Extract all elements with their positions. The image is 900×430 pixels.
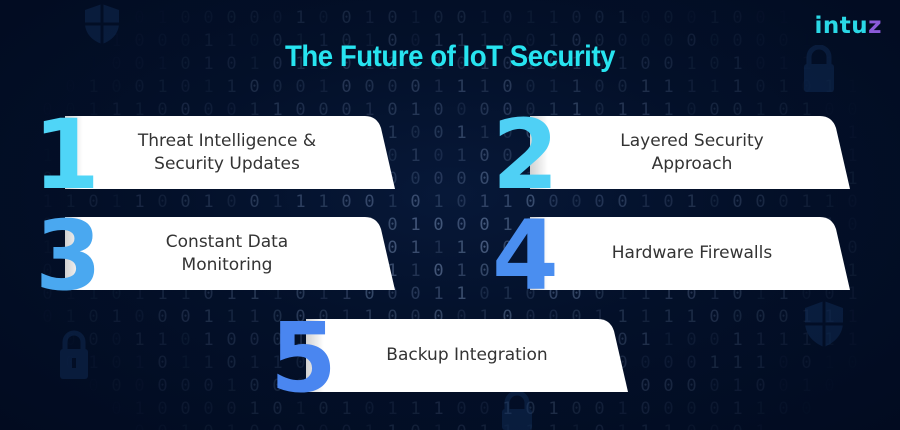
item-line-1: Hardware Firewalls [611, 243, 773, 263]
item-card [65, 116, 397, 189]
lock-icon [502, 392, 532, 430]
list-item-1: 1 Threat Intelligence &Security Updates [33, 107, 397, 203]
list-item-4: 4 Hardware Firewalls [492, 208, 852, 304]
card-shadow [65, 116, 83, 189]
item-card [530, 217, 852, 290]
shield-icon [805, 301, 843, 347]
item-card [306, 319, 630, 392]
item-card [530, 116, 852, 189]
shield-icon [85, 4, 119, 44]
lock-icon [60, 330, 88, 379]
item-number: 4 [492, 200, 559, 312]
item-number: 1 [33, 99, 100, 211]
card-shadow [65, 217, 83, 290]
item-line-1: Threat Intelligence & [137, 130, 317, 151]
item-line-1: Backup Integration [386, 345, 548, 365]
page-title: The Future of IoT Security [284, 40, 615, 73]
item-number: 3 [35, 200, 102, 312]
item-text: Hardware Firewalls [562, 217, 822, 290]
item-text: Backup Integration [336, 319, 598, 392]
list-item-5: 5 Backup Integration [270, 310, 630, 406]
card-shadow [530, 217, 548, 290]
item-line-2: Monitoring [181, 254, 273, 275]
item-line-1: Constant Data [165, 231, 289, 252]
intuz-logo: intuz [814, 13, 882, 39]
item-text: Threat Intelligence &Security Updates [97, 116, 357, 189]
card-shadow [306, 319, 324, 392]
logo-text: intu [814, 13, 869, 39]
item-line-2: Security Updates [154, 153, 300, 174]
card-shadow [530, 116, 548, 189]
logo-accent: z [868, 13, 882, 39]
item-line-1: Layered Security [620, 130, 764, 151]
item-number: 5 [270, 302, 337, 414]
item-number: 2 [492, 99, 559, 211]
item-line-2: Approach [651, 153, 733, 174]
lock-icon [804, 45, 834, 92]
item-card [65, 217, 397, 290]
